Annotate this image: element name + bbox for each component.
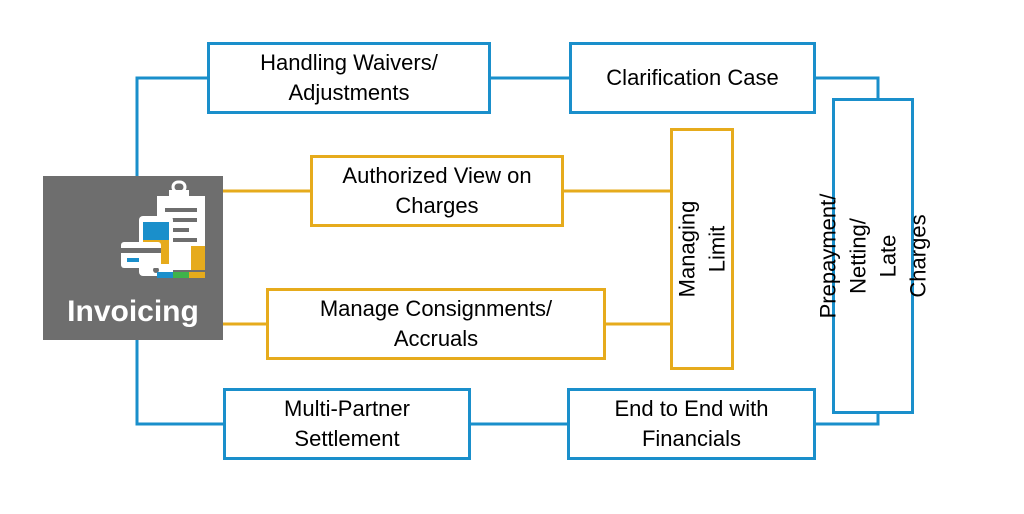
box-end-to-end: End to End with Financials [567,388,816,460]
invoice-icon [121,180,205,278]
connector-bottom-left [135,340,225,426]
box-label: Manage Consignments/ Accruals [319,296,553,351]
box-label: Authorized View on Charges [342,163,532,218]
box-handling-waivers: Handling Waivers/ Adjustments [207,42,491,114]
box-managing-limit: Managing Limit [670,128,734,370]
box-authorized-view: Authorized View on Charges [310,155,564,227]
box-label: Clarification Case [606,65,779,90]
box-label: Handling Waivers/ Adjustments [260,50,438,105]
box-prepayment-netting: Prepayment/ Netting/ Late Charges [815,98,930,414]
box-manage-consignments: Manage Consignments/ Accruals [266,288,606,360]
connector-top-left [135,76,209,176]
hub-title: Invoicing [67,295,199,328]
connector-bottom-right [814,412,880,426]
box-label: End to End with Financials [614,396,769,451]
box-clarification-case: Clarification Case [569,42,816,114]
box-multi-partner-settlement: Multi-Partner Settlement [223,388,471,460]
box-label: Prepayment/ Netting/ Late Charges [815,193,931,319]
box-label: Multi-Partner Settlement [284,396,410,451]
connector-top-right [814,76,880,100]
box-label: Managing Limit [674,200,730,298]
invoicing-hub: Invoicing [43,176,223,340]
